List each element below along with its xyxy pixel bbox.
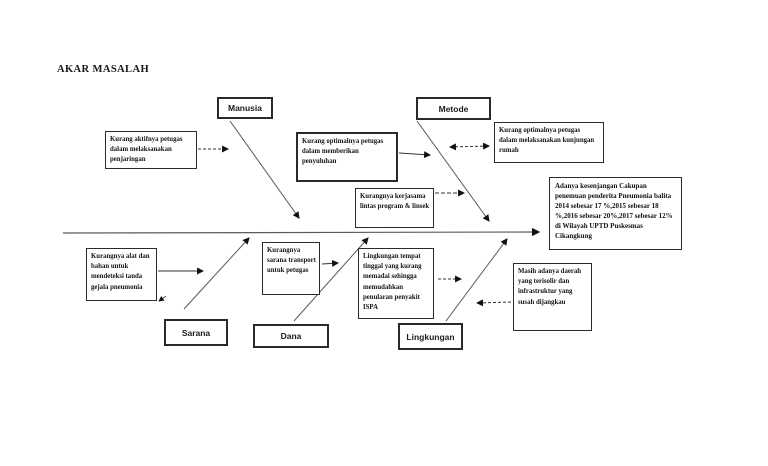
cause-box-lingkungan-tempat-tinggal: Lingkungan tempat tinggal yang kurang me… <box>358 248 434 319</box>
cause-box-transport: Kurangnya sarana transport untuk petugas <box>262 242 320 295</box>
category-box-metode: Metode <box>416 97 491 120</box>
spine-line <box>62 227 541 237</box>
terisolir-arrow <box>475 299 512 307</box>
sarana-to-alat-arrow <box>158 295 167 302</box>
metode-branch-line <box>416 120 490 222</box>
lingkungan-branch-line <box>445 238 508 322</box>
dana-branch-line <box>293 237 369 322</box>
category-box-lingkungan: Lingkungan <box>398 323 463 350</box>
category-box-dana: Dana <box>253 324 329 348</box>
cause-box-penjaringan: Kurang aktifnya petugas dalam melaksanak… <box>105 131 197 169</box>
category-box-manusia: Manusia <box>217 97 273 119</box>
diagram-title: AKAR MASALAH <box>57 64 150 75</box>
cause-box-penyuluhan: Kurang optimalnya petugas dalam memberik… <box>296 132 398 182</box>
category-box-sarana: Sarana <box>164 319 228 346</box>
cause-box-alat-bahan: Kurangnya alat dan bahan untuk mendeteks… <box>86 248 157 301</box>
cause-box-kunjungan-rumah: Kurang optimalnya petugas dalam melaksan… <box>494 122 604 163</box>
transport-arrow <box>321 259 340 267</box>
effect-box-kesenjangan-pneumonia: Adanya kesenjangan Cakupan penemuan pend… <box>549 177 682 250</box>
manusia-branch-line <box>229 120 300 219</box>
cause-box-kerjasama: Kurangnya kerjasama lintas program & lin… <box>355 188 434 228</box>
cause-box-daerah-terisolir: Masih adanya daerah yang terisolir dan i… <box>513 263 592 331</box>
penyuluhan-arrow <box>398 151 432 159</box>
kunjungan-rumah-arrow <box>448 142 491 151</box>
sarana-branch-line <box>183 237 250 310</box>
